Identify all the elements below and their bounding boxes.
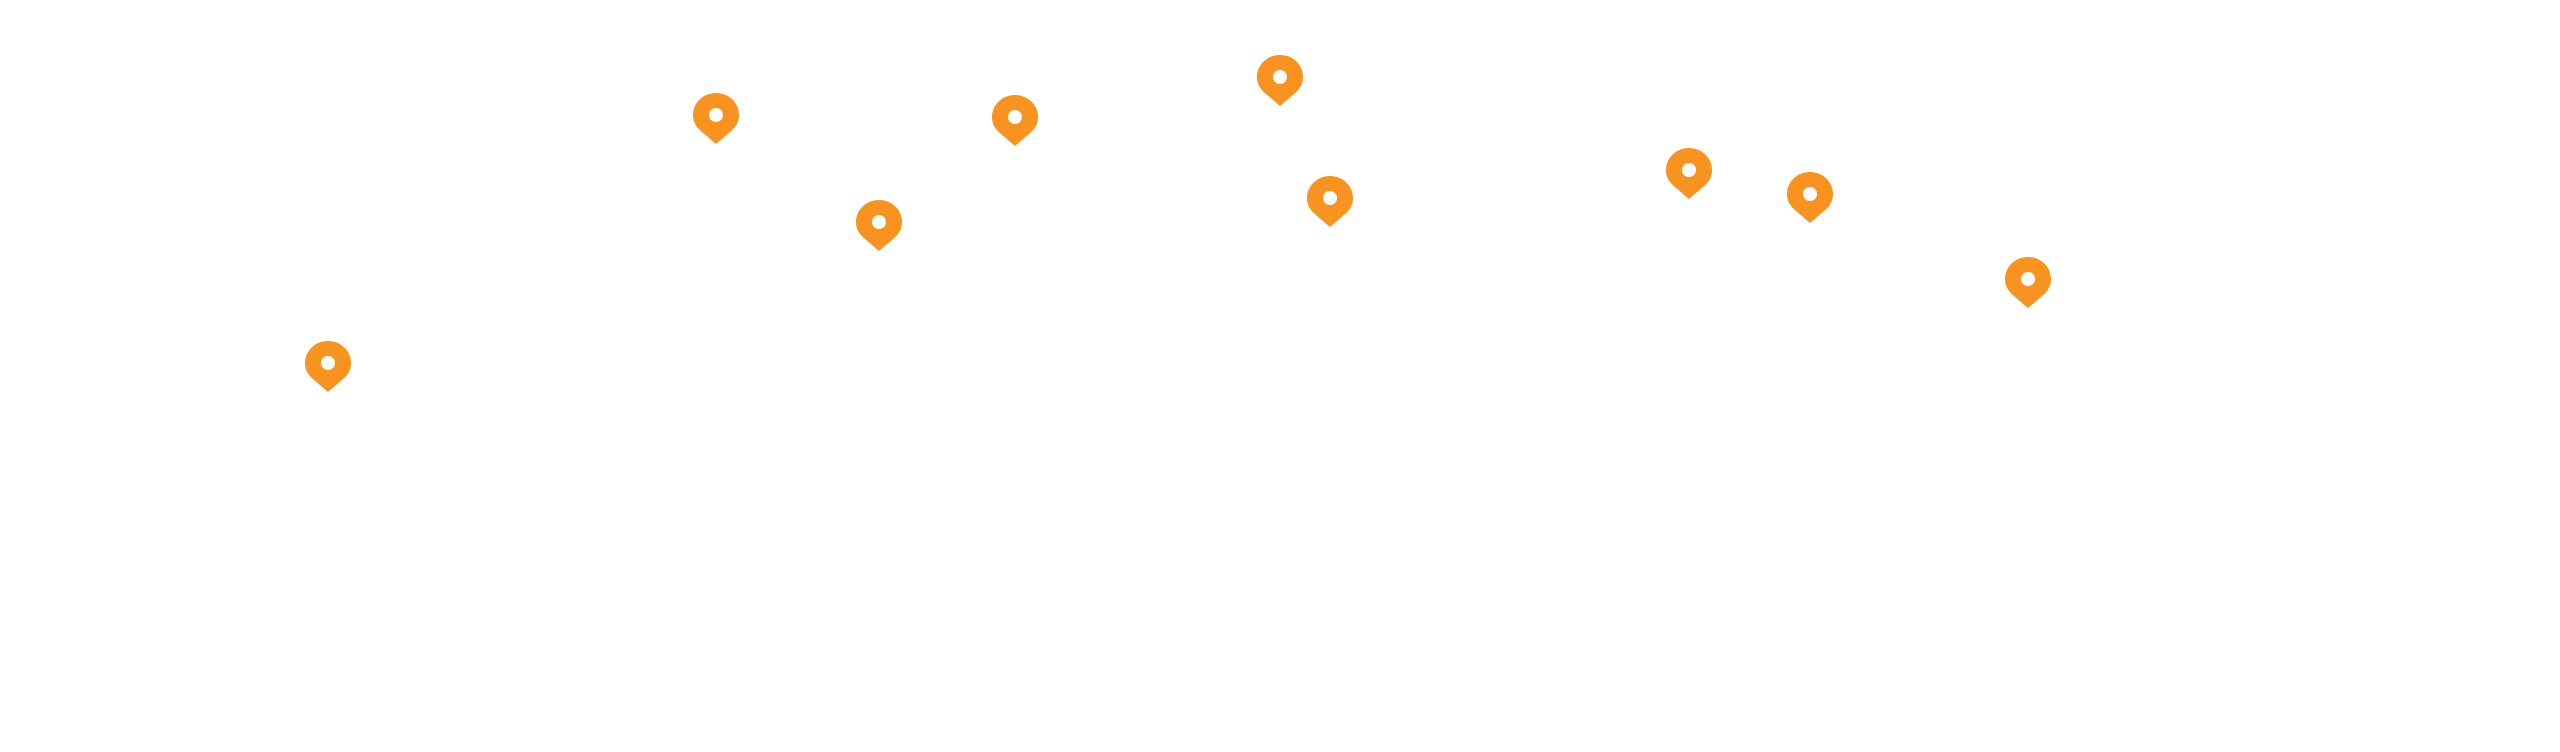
map-pin-icon [305, 341, 351, 392]
map-pin-icon [2005, 257, 2051, 308]
map-marker-8[interactable] [1784, 170, 1836, 230]
map-marker-6[interactable] [1304, 174, 1356, 234]
map-pin-icon [1257, 55, 1303, 106]
map-marker-1[interactable] [302, 339, 354, 399]
map-marker-3[interactable] [853, 198, 905, 258]
map-pin-icon [1307, 176, 1353, 227]
map-pin-icon [1787, 172, 1833, 223]
map-marker-2[interactable] [690, 91, 742, 151]
map-marker-5[interactable] [1254, 53, 1306, 113]
map-pin-icon [693, 93, 739, 144]
map-marker-7[interactable] [1663, 146, 1715, 206]
map-pin-icon [992, 95, 1038, 146]
map-pin-icon [856, 200, 902, 251]
map-marker-4[interactable] [989, 93, 1041, 153]
map-marker-9[interactable] [2002, 255, 2054, 315]
map-pin-icon [1666, 148, 1712, 199]
